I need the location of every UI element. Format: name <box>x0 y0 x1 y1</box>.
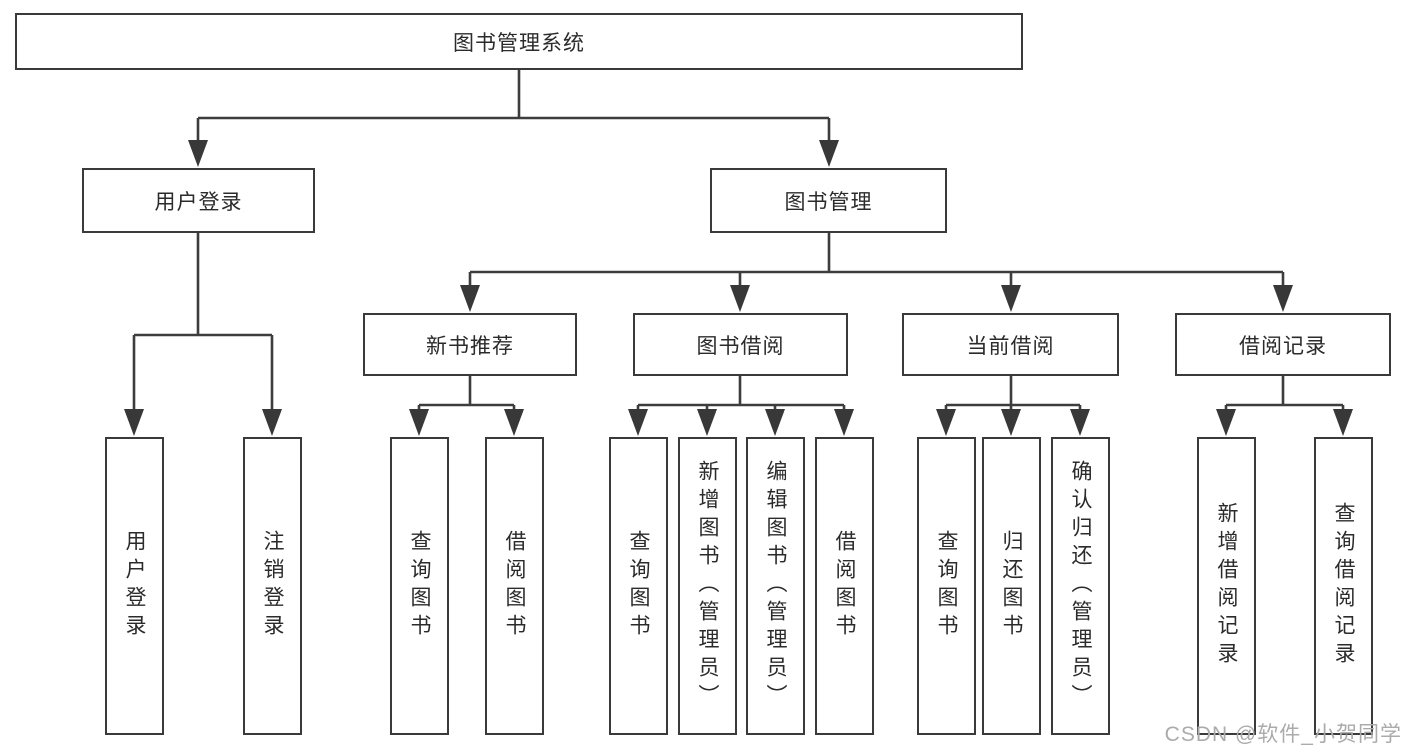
arrow-down-icon <box>1001 409 1021 436</box>
arrow-down-icon <box>1273 285 1293 312</box>
leaf-current-confirm-admin: 确认归还（管理员） <box>1051 437 1110 735</box>
leaf-user-logout: 注销登录 <box>243 437 302 735</box>
arrow-down-icon <box>504 409 524 436</box>
node-current-borrow: 当前借阅 <box>902 313 1119 376</box>
leaf-current-return: 归还图书 <box>982 437 1041 735</box>
leaf-borrow-add-admin: 新增图书（管理员） <box>678 437 737 735</box>
arrow-down-icon <box>262 409 282 436</box>
connector-book-borrow-to-leaves <box>628 376 854 436</box>
node-book-mgmt: 图书管理 <box>710 168 947 233</box>
connector-new-book-to-leaves <box>409 376 524 436</box>
arrow-down-icon <box>1216 409 1236 436</box>
leaf-new-book-query: 查询图书 <box>390 437 449 735</box>
connector-book-mgmt-to-level3 <box>460 233 1293 312</box>
connector-root-to-level2 <box>188 70 839 167</box>
arrow-down-icon <box>409 409 429 436</box>
arrow-down-icon <box>628 409 648 436</box>
arrow-down-icon <box>188 140 208 167</box>
node-borrow-record: 借阅记录 <box>1175 313 1391 376</box>
arrow-down-icon <box>1333 409 1353 436</box>
leaf-new-book-borrow: 借阅图书 <box>485 437 544 735</box>
node-new-book: 新书推荐 <box>363 313 577 376</box>
arrow-down-icon <box>460 285 480 312</box>
leaf-current-query: 查询图书 <box>917 437 976 735</box>
arrow-down-icon <box>697 409 717 436</box>
connector-borrow-record-to-leaves <box>1216 376 1353 436</box>
leaf-record-add: 新增借阅记录 <box>1197 437 1256 735</box>
node-user-login: 用户登录 <box>82 168 315 233</box>
leaf-borrow-query: 查询图书 <box>609 437 668 735</box>
arrow-down-icon <box>730 285 750 312</box>
arrow-down-icon <box>1070 409 1090 436</box>
connector-current-borrow-to-leaves <box>936 376 1090 436</box>
node-book-borrow: 图书借阅 <box>633 313 848 376</box>
leaf-user-login: 用户登录 <box>105 437 164 735</box>
arrow-down-icon <box>936 409 956 436</box>
arrow-down-icon <box>765 409 785 436</box>
arrow-down-icon <box>1001 285 1021 312</box>
leaf-borrow-edit-admin: 编辑图书（管理员） <box>746 437 805 735</box>
arrow-down-icon <box>124 409 144 436</box>
leaf-borrow-borrow: 借阅图书 <box>815 437 874 735</box>
connector-user-login-to-leaves <box>124 233 282 436</box>
arrow-down-icon <box>834 409 854 436</box>
node-root: 图书管理系统 <box>15 13 1023 70</box>
leaf-record-query: 查询借阅记录 <box>1314 437 1373 735</box>
watermark: CSDN @软件_小贺同学 <box>1164 723 1402 746</box>
arrow-down-icon <box>819 140 839 167</box>
